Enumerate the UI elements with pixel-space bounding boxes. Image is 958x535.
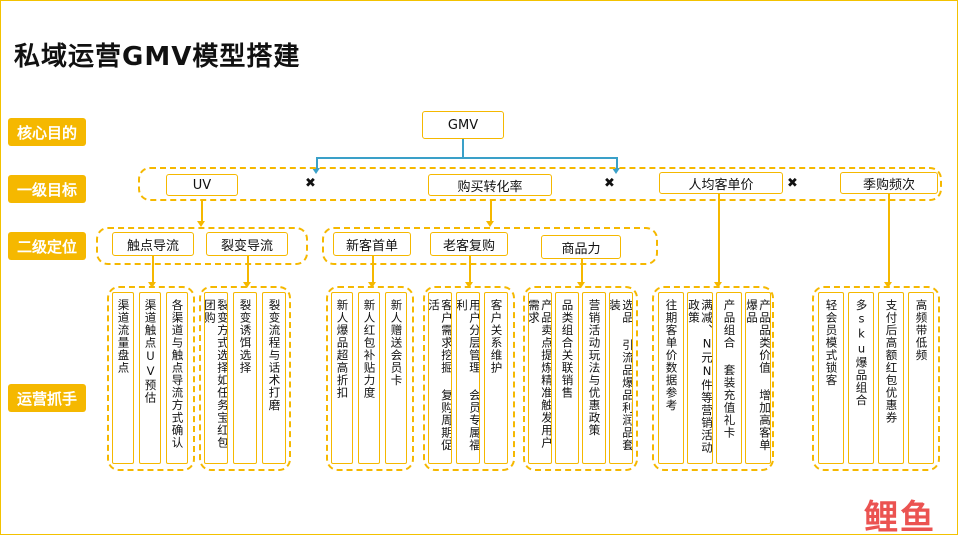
level2-touch: 触点导流 <box>112 232 194 256</box>
level2-newcust: 新客首单 <box>333 232 411 256</box>
level1-aov: 人均客单价 <box>659 172 783 194</box>
gmv-connector-right <box>616 157 618 169</box>
ops-item: 产品品类价值 增加高客单爆品 <box>745 292 771 464</box>
ops-item: 裂变方式选择如任务宝红包团购 <box>204 292 228 464</box>
conn-fission-down <box>247 256 249 282</box>
conn-oldcust-down <box>469 256 471 282</box>
conn-uv-down <box>201 201 203 221</box>
ops-item: 轻会员模式锁客 <box>818 292 844 464</box>
ops-item: 用户分层管理 会员专属福利 <box>456 292 480 464</box>
ops-item: 新人爆品超高折扣 <box>331 292 353 464</box>
ops-item: 新人赠送会员卡 <box>385 292 407 464</box>
ops-item: 产品卖点提炼精准触发用户需求 <box>528 292 552 464</box>
ops-item: 满减、N元N件等营销活动政策 <box>687 292 713 464</box>
arrow-oldcust-down <box>465 282 473 288</box>
ops-item: 各渠道与触点导流方式确认 <box>166 292 188 464</box>
ops-item: 品类组合关联销售 <box>555 292 579 464</box>
watermark-logo: 鲤鱼 <box>864 498 936 535</box>
ops-item: 多sku爆品组合 <box>848 292 874 464</box>
level2-oldcust: 老客复购 <box>430 232 508 256</box>
arrow-freq-down <box>884 282 892 288</box>
ops-freq-group <box>812 286 940 471</box>
ops-item: 渠道触点UV预估 <box>139 292 161 464</box>
level1-group <box>138 167 942 201</box>
arrow-newcust-down <box>368 282 376 288</box>
row-label-level1: 一级目标 <box>8 175 86 203</box>
conn-aov-down <box>718 194 720 282</box>
ops-oldcust-group <box>423 286 515 471</box>
gmv-connector-left <box>316 157 318 169</box>
ops-fission-group <box>199 286 291 471</box>
page-title: 私域运营GMV模型搭建 <box>14 42 301 72</box>
ops-item: 往期客单价数据参考 <box>658 292 684 464</box>
arrow-product-down <box>577 282 585 288</box>
level2-traffic-group <box>96 227 308 265</box>
conn-product-down <box>581 259 583 282</box>
ops-item: 渠道流量盘点 <box>112 292 134 464</box>
level2-fission: 裂变导流 <box>206 232 288 256</box>
arrow-aov-down <box>714 282 722 288</box>
level1-conversion: 购买转化率 <box>428 174 552 196</box>
ops-item: 支付后高额红包优惠券 <box>878 292 904 464</box>
arrow-uv-down <box>197 221 205 227</box>
ops-newcust-group <box>326 286 414 471</box>
ops-product-group <box>523 286 638 471</box>
ops-item: 产品组合 套装充值礼卡 <box>716 292 742 464</box>
ops-item: 客户需求挖掘 复购周期促活 <box>428 292 452 464</box>
gmv-connector-horizontal <box>316 157 617 159</box>
ops-item: 裂变诱饵选择 <box>233 292 257 464</box>
conn-newcust-down <box>372 256 374 282</box>
ops-item: 选品 引流品爆品利润品套装 <box>609 292 633 464</box>
conn-freq-down <box>888 194 890 282</box>
times-icon-1: ✖ <box>305 176 316 191</box>
ops-item: 裂变流程与话术打磨 <box>262 292 286 464</box>
ops-aov-group <box>652 286 774 471</box>
gmv-connector-vertical <box>462 139 464 157</box>
conn-touch-down <box>152 256 154 282</box>
row-label-level2: 二级定位 <box>8 232 86 260</box>
arrow-conv-down <box>486 221 494 227</box>
arrow-fission-down <box>243 282 251 288</box>
arrow-touch-down <box>148 282 156 288</box>
row-label-ops: 运营抓手 <box>8 384 86 412</box>
gmv-arrow-left <box>312 168 320 174</box>
ops-item: 营销活动玩法与优惠政策 <box>582 292 606 464</box>
ops-touch-group <box>107 286 195 471</box>
row-label-core: 核心目的 <box>8 118 86 146</box>
level2-product: 商品力 <box>541 235 621 259</box>
ops-item: 高频带低频 <box>908 292 934 464</box>
conn-conv-down <box>490 201 492 221</box>
gmv-node: GMV <box>422 111 504 139</box>
level2-conversion-group <box>322 227 658 265</box>
gmv-arrow-right <box>612 168 620 174</box>
level1-uv: UV <box>166 174 238 196</box>
level1-frequency: 季购频次 <box>840 172 938 194</box>
times-icon-2: ✖ <box>604 176 615 191</box>
ops-item: 客户关系维护 <box>484 292 508 464</box>
times-icon-3: ✖ <box>787 176 798 191</box>
ops-item: 新人红包补贴力度 <box>358 292 380 464</box>
